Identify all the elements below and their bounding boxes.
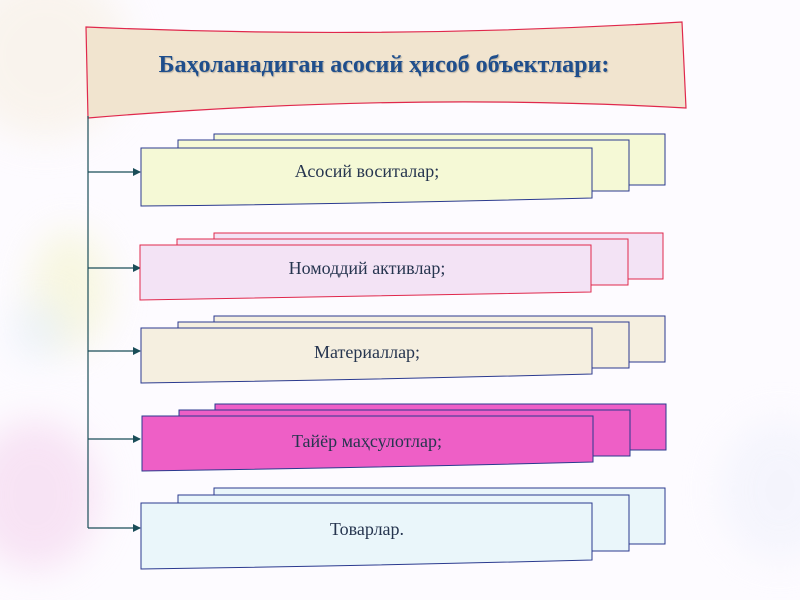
background-blob (0, 420, 100, 570)
item-box-front (140, 502, 593, 570)
item-label-5: Товарлар. (329, 519, 405, 539)
title-banner (85, 21, 687, 119)
item-label-1: Асосий воситалар; (294, 161, 440, 181)
background-blob (10, 300, 70, 360)
item-label-4: Тайёр маҳсулотлар; (291, 431, 442, 451)
item-box-front (140, 327, 593, 384)
item-box-2 (139, 232, 664, 301)
item-box-1 (140, 133, 666, 207)
item-box-5 (140, 487, 666, 570)
item-box-front (140, 147, 593, 207)
item-box-3 (140, 315, 666, 384)
item-label-2: Номоддий активлар; (288, 258, 446, 278)
item-label-3: Материаллар; (313, 342, 421, 362)
diagram-title: Баҳоланадиган асосий ҳисоб объектлари: (158, 52, 610, 78)
item-box-front (139, 244, 592, 301)
item-box-4 (141, 403, 667, 472)
item-box-front (141, 415, 594, 472)
